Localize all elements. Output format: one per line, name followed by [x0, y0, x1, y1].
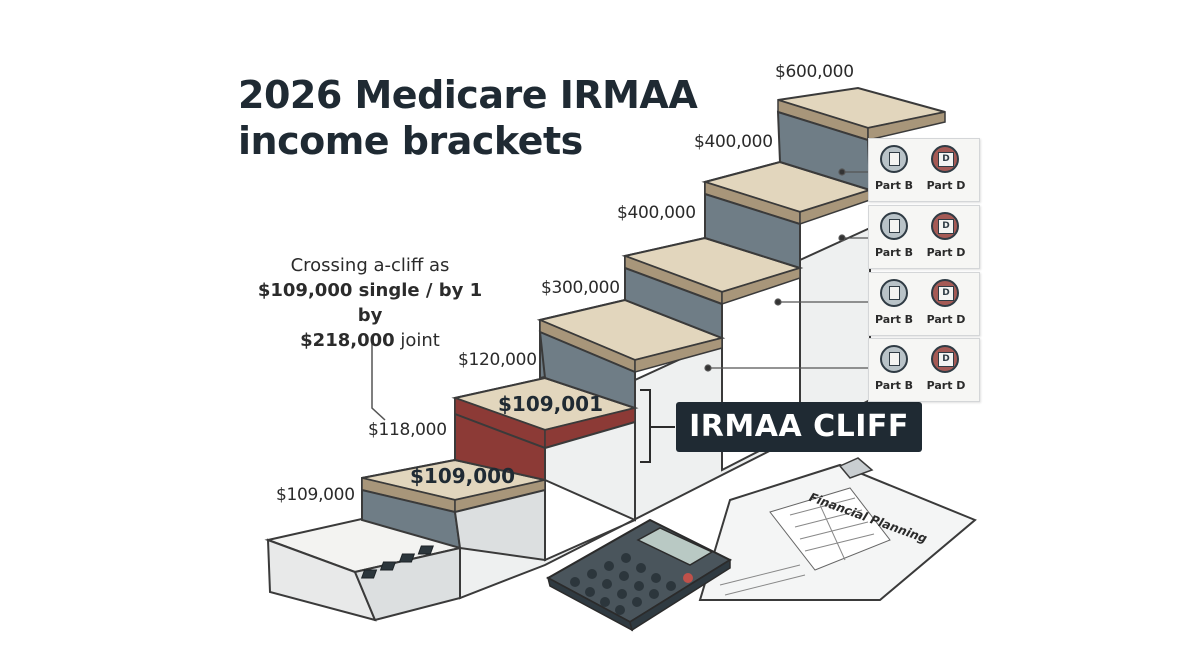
step-2-label: $109,001 — [498, 392, 604, 416]
cliff-note: Crossing a-cliff as $109,000 single / by… — [245, 253, 495, 353]
card-connectors — [704, 168, 868, 372]
part-d-label: Part D — [926, 379, 966, 392]
part-d-label: Part D — [926, 313, 966, 326]
note-line-3: $218,000 joint — [300, 330, 440, 351]
note-leader-line — [371, 338, 386, 421]
step-5 — [701, 160, 874, 270]
part-b-label: Part B — [874, 313, 914, 326]
part-b-label: Part B — [874, 179, 914, 192]
bracket-tick-label: $120,000 — [458, 350, 537, 370]
step-4 — [621, 236, 804, 340]
bracket-tick-label: $118,000 — [368, 420, 447, 440]
part-d-prescription-icon — [931, 145, 959, 173]
clipboard-illustration — [698, 457, 977, 601]
bracket-tick-label: $400,000 — [617, 203, 696, 223]
step-1 — [361, 458, 546, 562]
part-card: Part B Part D — [868, 272, 980, 336]
part-b-document-icon — [880, 212, 908, 240]
bracket-tick-label: $600,000 — [775, 62, 854, 82]
part-d-prescription-icon — [931, 345, 959, 373]
bracket-tick-label: $109,000 — [276, 485, 355, 505]
part-b-document-icon — [880, 345, 908, 373]
note-line-1: Crossing a-cliff as — [290, 255, 450, 276]
part-card: Part B Part D — [868, 138, 980, 202]
note-line-2: $109,000 single / by 1 by — [257, 280, 483, 326]
part-b-label: Part B — [874, 246, 914, 259]
part-b-label: Part B — [874, 379, 914, 392]
part-card: Part B Part D — [868, 338, 980, 402]
part-b-document-icon — [880, 145, 908, 173]
part-d-label: Part D — [926, 179, 966, 192]
part-d-prescription-icon — [931, 279, 959, 307]
step-1-label: $109,000 — [410, 464, 516, 488]
part-d-label: Part D — [926, 246, 966, 259]
bracket-tick-label: $300,000 — [541, 278, 620, 298]
step-2-cliff — [451, 376, 639, 522]
page-title: 2026 Medicare IRMAA income brackets — [238, 73, 698, 163]
step-6-top — [776, 86, 946, 192]
irmaa-cliff-label: IRMAA CLIFF — [676, 402, 922, 452]
bracket-tick-label: $400,000 — [694, 132, 773, 152]
step-3 — [536, 298, 726, 410]
part-b-document-icon — [880, 279, 908, 307]
calculator-illustration — [360, 518, 733, 632]
part-card: Part B Part D — [868, 205, 980, 269]
part-d-prescription-icon — [931, 212, 959, 240]
cliff-bracket — [640, 389, 675, 463]
